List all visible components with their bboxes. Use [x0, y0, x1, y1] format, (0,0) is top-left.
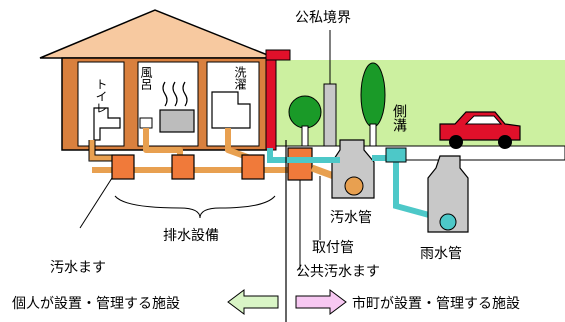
bathtub [159, 109, 195, 133]
sewage-basin-3 [241, 154, 265, 180]
drain-brace [114, 195, 276, 219]
sewage-manhole [331, 139, 375, 199]
gutter-label: 側溝 [391, 104, 407, 132]
boundary-label: 公私境界 [295, 10, 351, 26]
storm-main [439, 213, 457, 231]
sewage-basin-2 [171, 154, 195, 180]
toilet-room [77, 61, 125, 147]
private-facility-arrow [227, 289, 279, 315]
sewage-basin-leader [79, 177, 113, 229]
private-facility-label: 個人が設置・管理する施設 [12, 296, 180, 312]
bath-drain [139, 117, 153, 129]
public-sewage-basin [287, 147, 313, 181]
toilet-fixture [93, 107, 121, 141]
connection-pipe-label: 取付管 [312, 240, 354, 256]
public-basin-label: 公共汚水ます [296, 264, 380, 280]
round-tree [288, 95, 322, 129]
public-facility-label: 市町が設置・管理する施設 [352, 295, 520, 312]
storm-manhole [427, 155, 469, 233]
rain-gutter-pipe [265, 57, 277, 151]
washing-machine [211, 91, 251, 129]
sewage-basin-label: 汚水ます [50, 260, 106, 276]
sewage-basin-1 [111, 154, 135, 180]
sewage-pipe-label: 汚水管 [330, 210, 372, 226]
car-body [439, 111, 521, 141]
rain-gutter-top [265, 49, 291, 61]
laundry-label: 洗濯 [233, 66, 247, 91]
boundary-post [323, 83, 337, 147]
tall-tree-trunk [369, 123, 377, 147]
public-facility-arrow [295, 289, 347, 315]
bath-label: 風呂 [139, 66, 153, 90]
car-wheel-rear [498, 135, 512, 149]
sewage-main [344, 176, 364, 196]
car-wheel-front [449, 135, 463, 149]
tall-tree [360, 62, 386, 128]
storm-water-pipes [267, 148, 441, 221]
car-window [464, 115, 503, 125]
house: トイレ 風呂 洗濯 [39, 9, 276, 151]
house-roof [39, 9, 276, 59]
storm-pipe-label: 雨水管 [420, 246, 462, 262]
round-tree-trunk [301, 125, 309, 147]
car [439, 111, 521, 149]
steam-icon [162, 81, 188, 107]
roadside-gutter [385, 147, 407, 163]
drain-facility-label: 排水設備 [163, 228, 219, 244]
toilet-label: トイレ [94, 78, 108, 114]
